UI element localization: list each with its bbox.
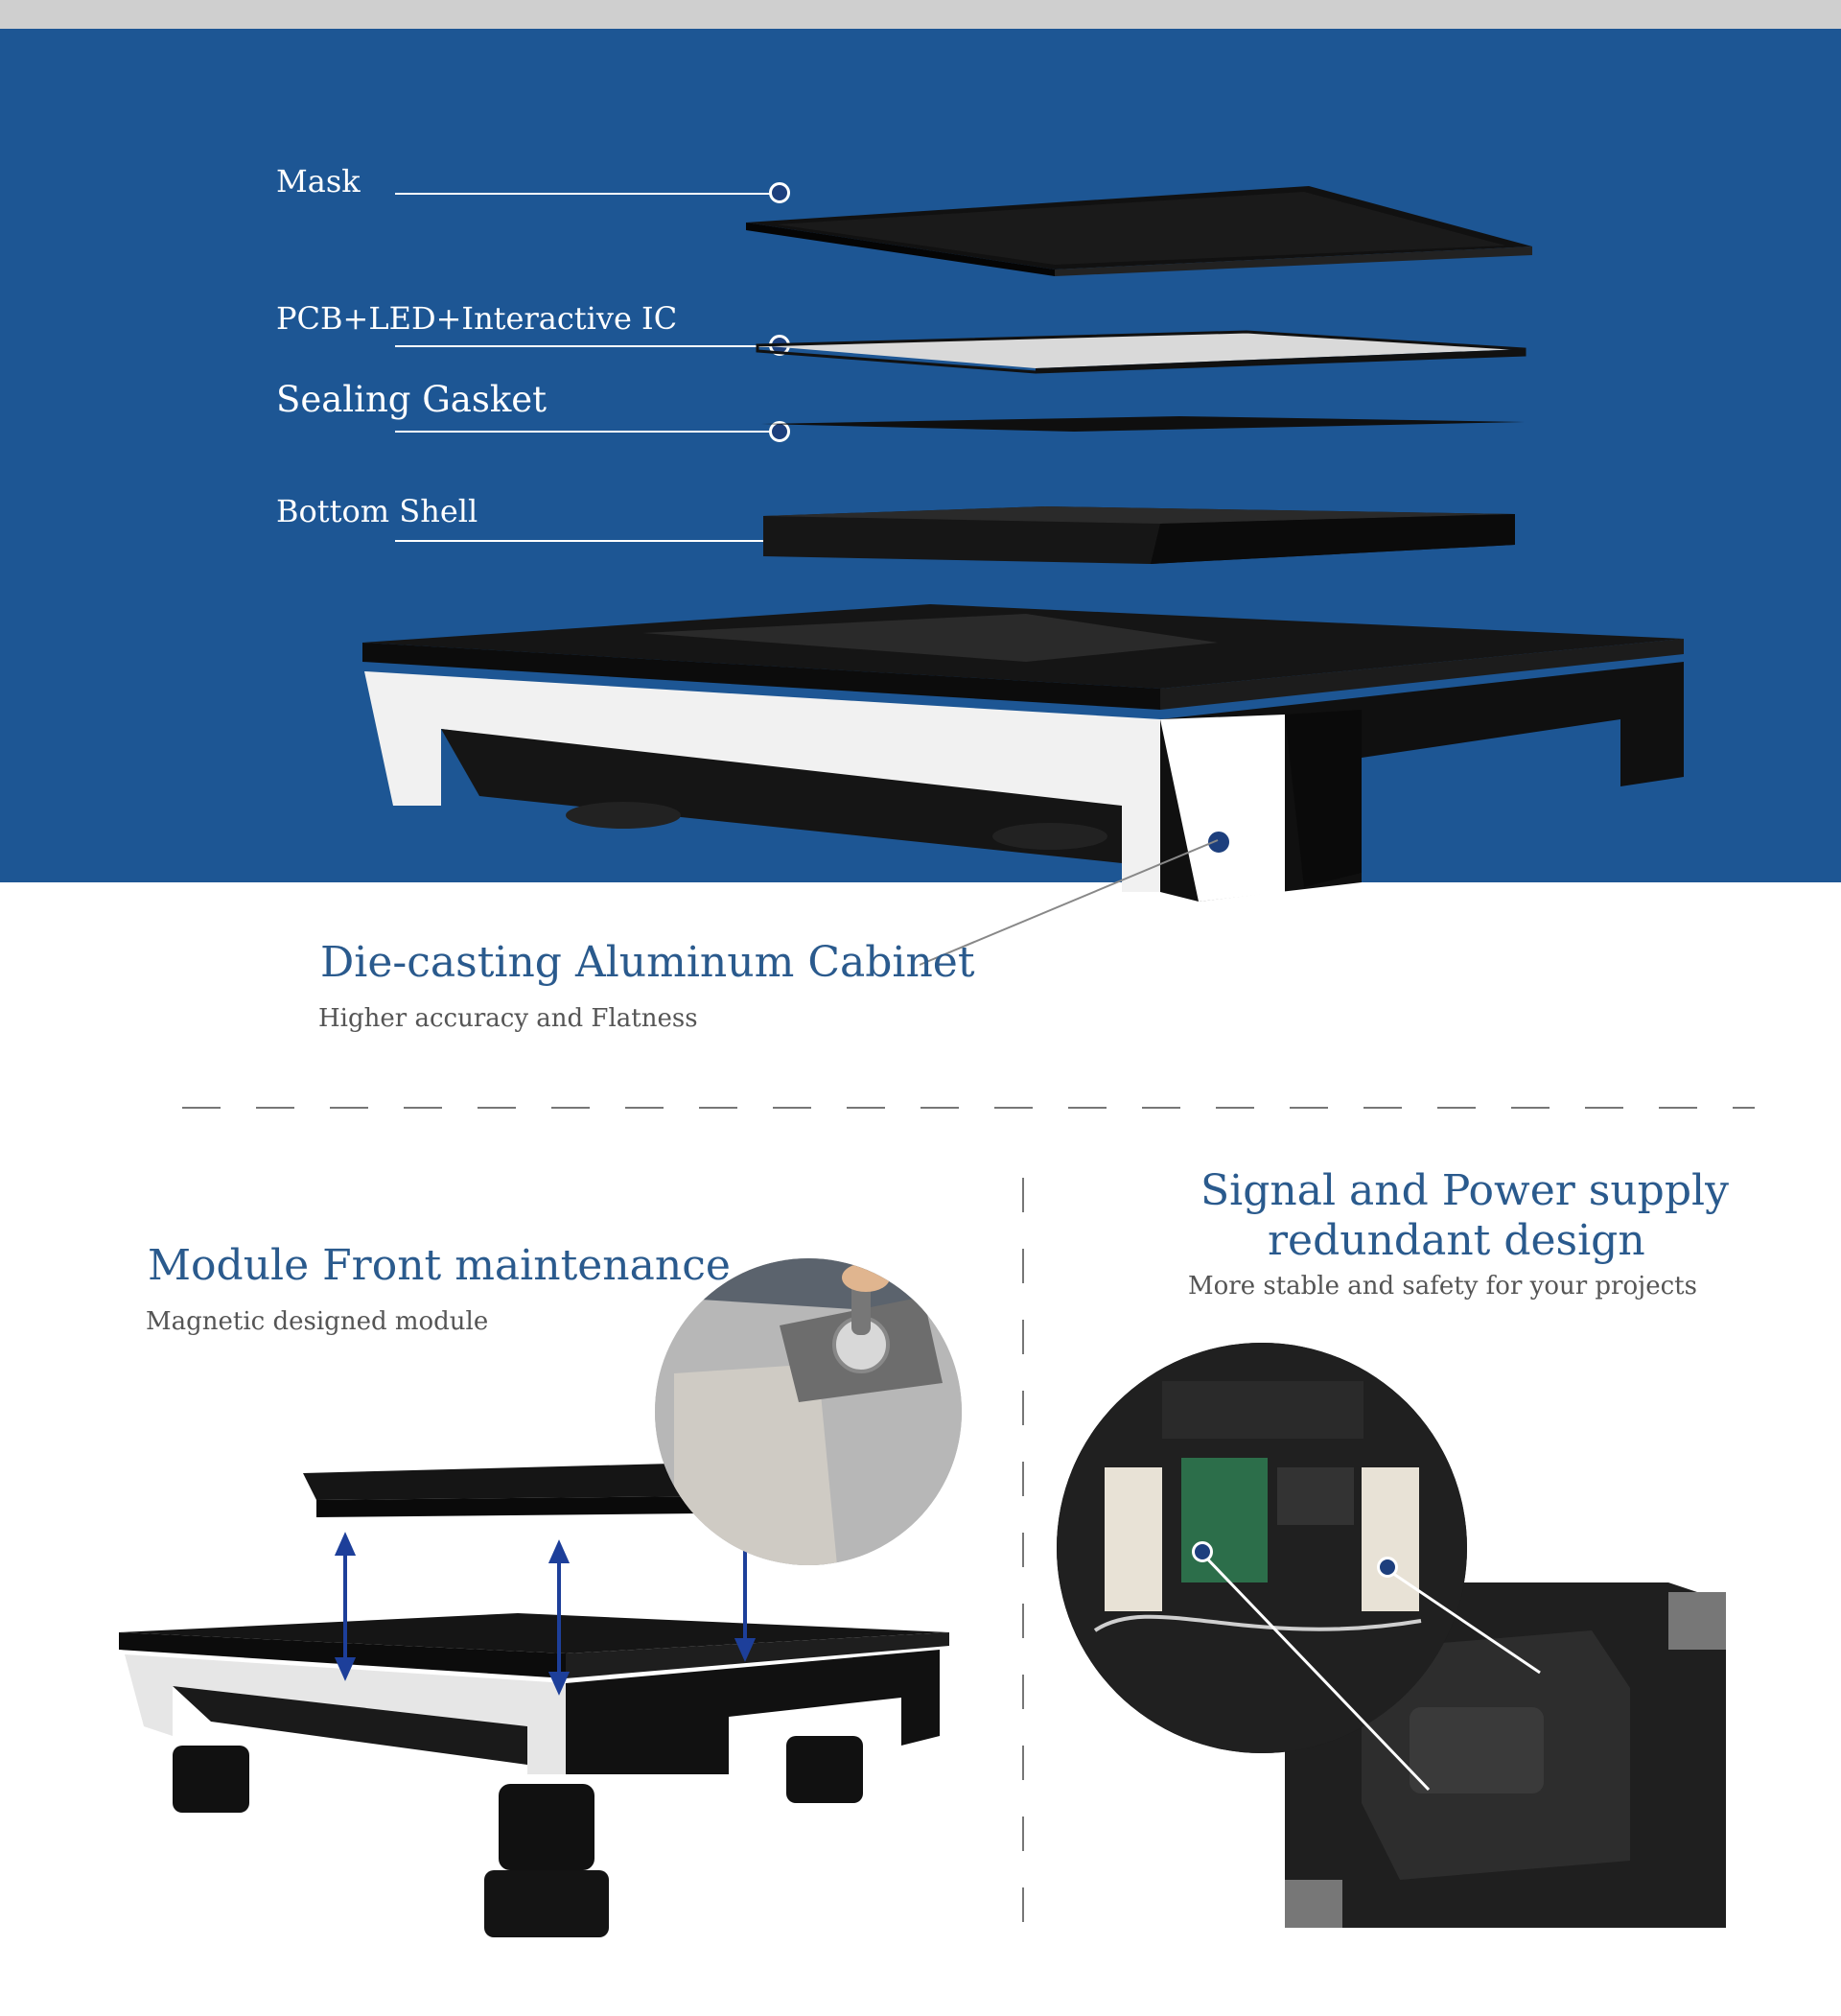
callout-dot-cabinet [1208, 832, 1229, 853]
section-divider [182, 1107, 1755, 1109]
front-maintenance-subtitle: Magnetic designed module [146, 1307, 489, 1336]
gasket-layer-illustration [761, 416, 1525, 432]
callout-dot-gasket [769, 421, 790, 442]
column-divider [1022, 1178, 1024, 1926]
redundancy-leader-lines [1200, 1552, 1541, 1792]
label-pcb-led-ic: PCB+LED+Interactive IC [276, 300, 678, 337]
label-bottom-shell: Bottom Shell [276, 493, 478, 529]
cabinet-title: Die-casting Aluminum Cabinet [320, 938, 975, 987]
callout-dot-power [1377, 1557, 1398, 1578]
callout-line-mask [395, 193, 779, 195]
power-supply-photo [1057, 1343, 1467, 1753]
exploded-view-banner: Mask PCB+LED+Interactive IC Sealing Gask… [0, 29, 1841, 902]
front-maintenance-illustration [119, 1464, 949, 1937]
front-maintenance-title: Module Front maintenance [148, 1241, 731, 1290]
cabinet-leader-line [919, 839, 1219, 966]
callout-line-gasket [395, 431, 779, 433]
redundant-subtitle: More stable and safety for your projects [1188, 1272, 1697, 1301]
callout-line-shell [395, 540, 790, 542]
mask-layer-illustration [746, 186, 1532, 276]
callout-dot-signal [1192, 1541, 1213, 1562]
bottom-shell-illustration [763, 506, 1515, 564]
top-bar [0, 0, 1841, 29]
cabinet-subtitle: Higher accuracy and Flatness [318, 1004, 698, 1033]
label-mask: Mask [276, 163, 361, 199]
redundant-title-line2: redundant design [1268, 1216, 1645, 1265]
redundant-title-line1: Signal and Power supply [1200, 1166, 1729, 1215]
aluminum-cabinet-illustration [362, 604, 1684, 902]
pcb-layer-illustration [756, 330, 1526, 374]
callout-dot-mask [769, 182, 790, 203]
label-sealing-gasket: Sealing Gasket [276, 379, 548, 420]
magnetic-tool-photo [655, 1258, 962, 1565]
callout-line-pcb [395, 345, 779, 347]
